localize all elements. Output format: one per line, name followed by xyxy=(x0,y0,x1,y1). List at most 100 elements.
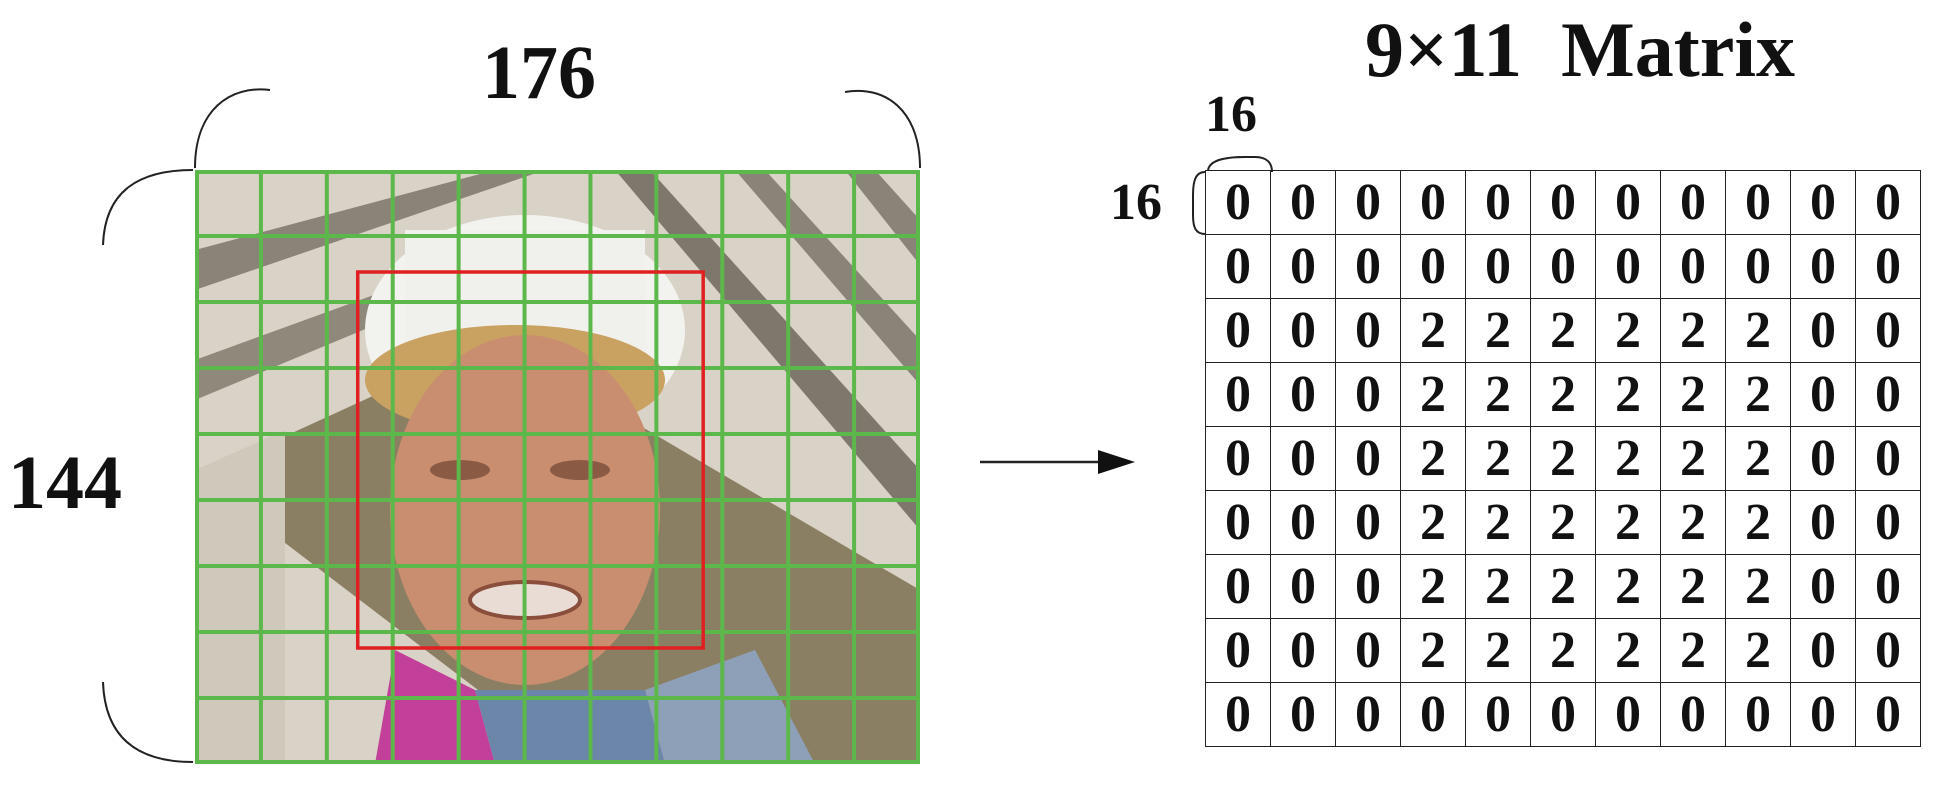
matrix-cell: 0 xyxy=(1205,682,1271,747)
matrix-cell: 0 xyxy=(1855,362,1921,427)
right-arrow-icon xyxy=(980,450,1135,474)
matrix-cell: 0 xyxy=(1660,170,1726,235)
matrix-cell: 2 xyxy=(1530,362,1596,427)
matrix-cell: 0 xyxy=(1790,618,1856,683)
matrix-cell: 0 xyxy=(1530,170,1596,235)
matrix-cell: 0 xyxy=(1855,298,1921,363)
matrix-cell: 0 xyxy=(1205,362,1271,427)
matrix-cell: 0 xyxy=(1790,682,1856,747)
matrix-cell: 0 xyxy=(1595,682,1661,747)
matrix-cell: 0 xyxy=(1595,170,1661,235)
matrix-cell: 2 xyxy=(1400,362,1466,427)
matrix-cell: 0 xyxy=(1270,426,1336,491)
matrix-cell: 2 xyxy=(1400,618,1466,683)
curly-brace-icon xyxy=(102,169,194,246)
matrix-cell: 0 xyxy=(1270,170,1336,235)
matrix-cell: 0 xyxy=(1790,426,1856,491)
matrix-cell: 2 xyxy=(1725,554,1791,619)
curly-brace-icon xyxy=(194,88,271,169)
matrix-cell: 0 xyxy=(1400,170,1466,235)
matrix-cell: 2 xyxy=(1660,426,1726,491)
matrix-cell: 0 xyxy=(1335,298,1401,363)
matrix-cell: 0 xyxy=(1335,618,1401,683)
matrix-cell: 0 xyxy=(1400,682,1466,747)
matrix-cell: 0 xyxy=(1270,234,1336,299)
matrix-title: 9×11 Matrix xyxy=(1365,6,1796,93)
matrix-cell: 0 xyxy=(1855,618,1921,683)
image-height-label: 144 xyxy=(8,441,122,525)
matrix-cell: 0 xyxy=(1205,426,1271,491)
matrix-cell: 2 xyxy=(1660,554,1726,619)
matrix-cell: 0 xyxy=(1205,170,1271,235)
cell-height-label: 16 xyxy=(1110,174,1162,231)
cell-width-label: 16 xyxy=(1205,86,1257,143)
matrix-cell: 2 xyxy=(1595,426,1661,491)
matrix-cell: 0 xyxy=(1855,682,1921,747)
matrix-cell: 2 xyxy=(1725,298,1791,363)
matrix-cell: 2 xyxy=(1660,490,1726,555)
matrix-cell: 0 xyxy=(1270,490,1336,555)
matrix-cell: 2 xyxy=(1530,298,1596,363)
matrix-cell: 2 xyxy=(1595,554,1661,619)
curly-brace-icon xyxy=(1192,171,1206,235)
face-bounding-box xyxy=(355,270,705,650)
matrix-cell: 0 xyxy=(1595,234,1661,299)
matrix-cell: 2 xyxy=(1530,618,1596,683)
image-width-label: 176 xyxy=(482,31,596,115)
matrix-cell: 0 xyxy=(1660,682,1726,747)
matrix-cell: 0 xyxy=(1205,618,1271,683)
matrix-cell: 0 xyxy=(1790,490,1856,555)
matrix-cell: 0 xyxy=(1790,298,1856,363)
matrix-cell: 0 xyxy=(1855,426,1921,491)
matrix-cell: 2 xyxy=(1530,426,1596,491)
matrix-cell: 2 xyxy=(1725,426,1791,491)
matrix-cell: 0 xyxy=(1790,554,1856,619)
matrix-cell: 0 xyxy=(1725,170,1791,235)
matrix-cell: 0 xyxy=(1270,362,1336,427)
matrix-cell: 0 xyxy=(1855,234,1921,299)
matrix-cell: 0 xyxy=(1530,682,1596,747)
matrix-cell: 2 xyxy=(1660,618,1726,683)
matrix-cell: 2 xyxy=(1465,362,1531,427)
matrix-cell: 0 xyxy=(1725,682,1791,747)
matrix-cell: 2 xyxy=(1465,490,1531,555)
curly-brace-icon xyxy=(102,681,194,763)
matrix-cell: 0 xyxy=(1335,682,1401,747)
matrix-cell: 2 xyxy=(1530,554,1596,619)
matrix-cell: 0 xyxy=(1790,170,1856,235)
matrix-cell: 0 xyxy=(1465,682,1531,747)
matrix-cell: 0 xyxy=(1335,170,1401,235)
matrix-cell: 0 xyxy=(1530,234,1596,299)
matrix-cell: 2 xyxy=(1400,298,1466,363)
matrix-cell: 0 xyxy=(1335,554,1401,619)
matrix-cell: 2 xyxy=(1725,362,1791,427)
matrix-cell: 0 xyxy=(1335,426,1401,491)
matrix-cell: 2 xyxy=(1400,426,1466,491)
matrix-cell: 0 xyxy=(1790,362,1856,427)
matrix-cell: 2 xyxy=(1465,426,1531,491)
matrix-cell: 0 xyxy=(1855,170,1921,235)
matrix-cell: 2 xyxy=(1595,298,1661,363)
matrix-cell: 0 xyxy=(1270,554,1336,619)
matrix-cell: 0 xyxy=(1725,234,1791,299)
matrix-cell: 0 xyxy=(1205,298,1271,363)
curly-brace-icon xyxy=(844,89,921,169)
matrix-cell: 0 xyxy=(1400,234,1466,299)
matrix-cell: 2 xyxy=(1400,490,1466,555)
matrix-cell: 0 xyxy=(1465,170,1531,235)
matrix-cell: 2 xyxy=(1660,362,1726,427)
matrix-cell: 2 xyxy=(1595,362,1661,427)
matrix-cell: 2 xyxy=(1725,618,1791,683)
matrix-cell: 0 xyxy=(1270,618,1336,683)
matrix-cell: 2 xyxy=(1595,618,1661,683)
matrix-cell: 0 xyxy=(1790,234,1856,299)
